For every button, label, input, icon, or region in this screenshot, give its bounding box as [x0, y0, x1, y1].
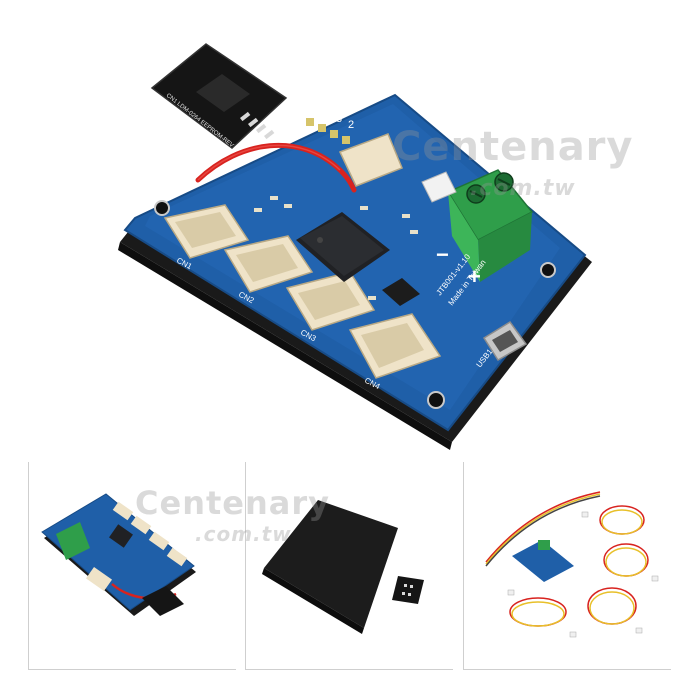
pin-header	[306, 118, 350, 144]
pin-label-5: 5	[312, 101, 318, 113]
mounting-hole	[154, 200, 170, 216]
grove-connector-cn3	[285, 271, 376, 331]
eeprom-module: CN1 LDM-0264 EEPROM-REV	[150, 43, 288, 149]
thumbnail-frames	[28, 462, 671, 670]
thumbnail-board-top	[41, 493, 196, 616]
grove-connector-cn1	[163, 204, 250, 259]
foam-edge	[118, 242, 452, 450]
main-board-photo: − + 5 4 3 2	[118, 43, 592, 450]
voltage-regulator	[382, 278, 420, 306]
grove-connector-cn4	[348, 313, 442, 379]
mounting-hole	[427, 391, 445, 409]
grove-connector-top	[338, 133, 403, 187]
thumbnail-foam-back	[262, 500, 424, 634]
small-white-connector	[421, 171, 457, 203]
usb-port	[482, 320, 528, 362]
thumbnail-board-with-cables	[485, 491, 659, 638]
pin-label-3: 3	[336, 113, 342, 125]
smd-components	[254, 196, 418, 300]
terminal-plus-label: +	[468, 264, 481, 289]
screw-terminal	[446, 169, 534, 282]
pin-label-2: 2	[348, 119, 354, 131]
mcu-chip	[296, 212, 390, 282]
terminal-minus-label: −	[436, 242, 449, 267]
grove-connector-cn2	[223, 235, 314, 293]
mounting-hole	[540, 262, 556, 278]
pin-label-4: 4	[324, 107, 330, 119]
